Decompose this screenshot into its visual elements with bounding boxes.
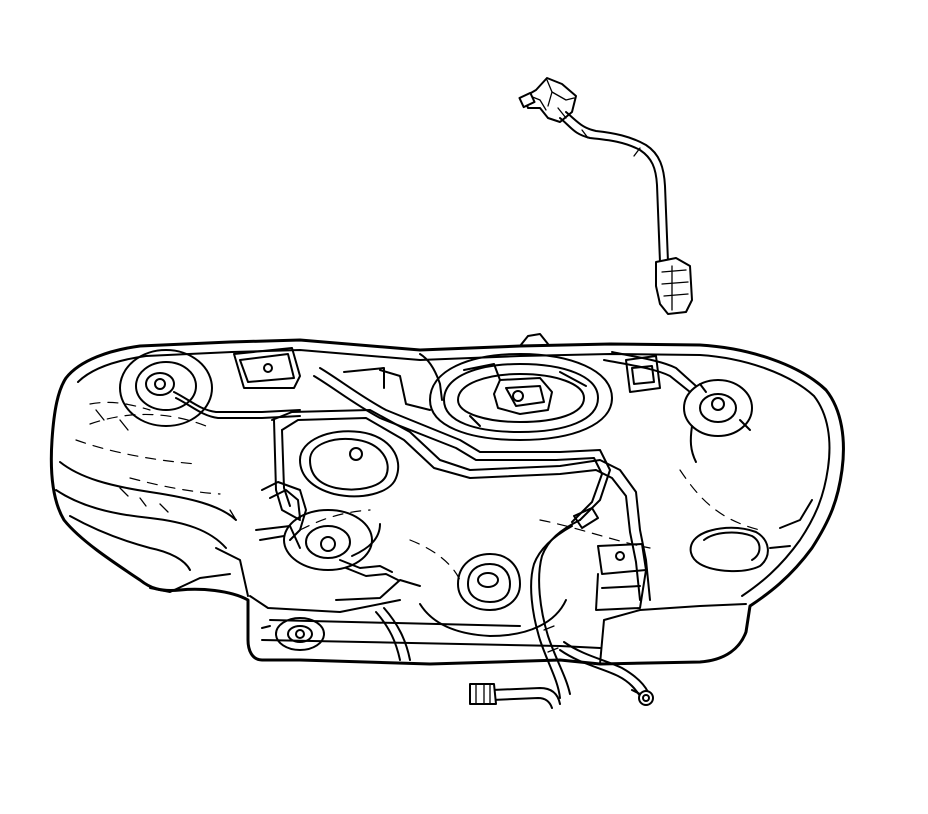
filler-neck-opening	[419, 553, 567, 637]
upper-wiring-harness	[518, 77, 693, 315]
harness-connector-top	[518, 77, 577, 123]
fuel-line-connector	[469, 683, 497, 705]
fitting-right	[683, 379, 753, 463]
mount-block-top-right	[625, 355, 661, 393]
fitting-bottom-left	[261, 617, 325, 651]
lower-fuel-line-and-harness	[469, 507, 654, 709]
fuel-pump-module	[429, 333, 613, 441]
ground-eyelet-terminal	[631, 689, 654, 706]
harness-connector-bottom	[655, 257, 693, 315]
fuel-tank	[49, 333, 845, 666]
mount-pad-top-left	[233, 347, 301, 389]
mount-block-bottom-right	[595, 543, 647, 611]
recess-right	[689, 499, 813, 573]
fitting-left-center	[255, 481, 399, 581]
sender-opening	[299, 430, 400, 498]
fitting-top-left	[119, 349, 301, 427]
